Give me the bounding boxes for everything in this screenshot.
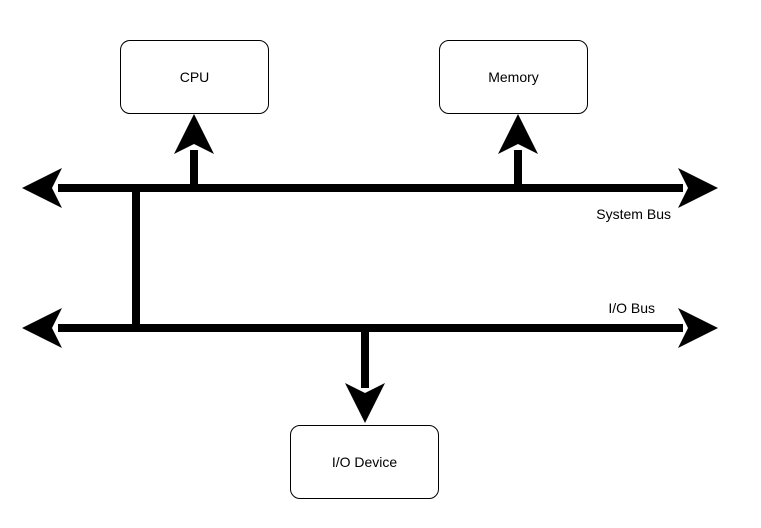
cpu-node: CPU <box>120 40 269 114</box>
io-device-label: I/O Device <box>331 454 398 470</box>
memory-arrowhead <box>498 114 538 154</box>
system-bus-right-arrowhead <box>678 168 718 208</box>
cpu-label: CPU <box>179 69 210 85</box>
io-bus-right-arrowhead <box>678 308 718 348</box>
memory-label: Memory <box>488 69 539 85</box>
system-bus-left-arrowhead <box>22 168 62 208</box>
io-bus-left-arrowhead <box>22 308 62 348</box>
memory-node: Memory <box>439 40 588 114</box>
io-bus-label: I/O Bus <box>608 300 655 316</box>
io-device-node: I/O Device <box>290 425 439 499</box>
io-device-arrowhead <box>345 383 385 423</box>
cpu-arrowhead <box>174 114 214 154</box>
system-bus-label: System Bus <box>596 206 671 222</box>
